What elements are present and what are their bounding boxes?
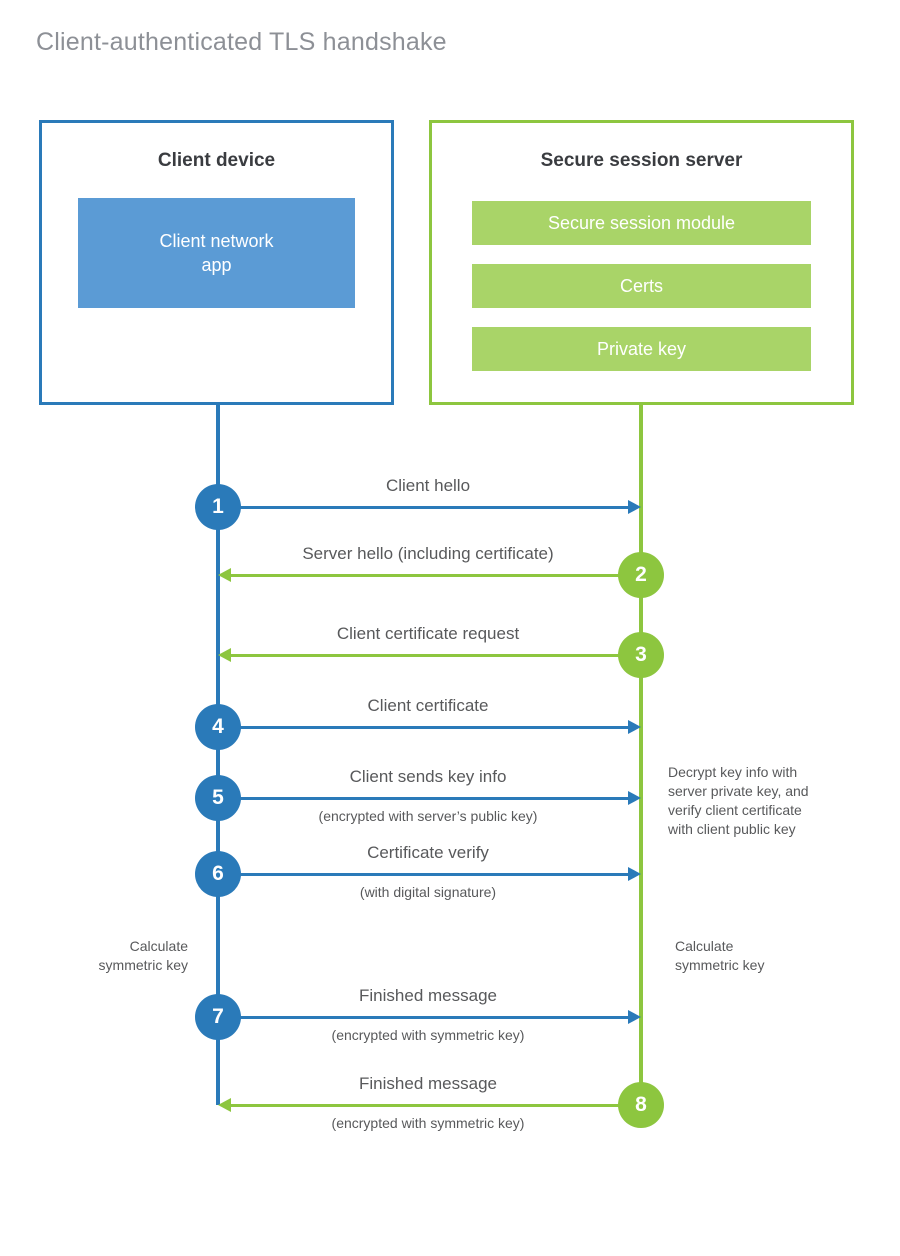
server-block-private-key: Private key — [472, 327, 811, 371]
step-circle-7[interactable]: 7 — [195, 994, 241, 1040]
message-label-4: Client certificate — [367, 696, 489, 715]
message-label-5: Client sends key info — [349, 767, 507, 786]
message-label-7: Finished message — [359, 986, 497, 1005]
arrowhead-right-icon — [628, 791, 641, 805]
message-line-5 — [218, 797, 630, 800]
message-line-6 — [218, 873, 630, 876]
annotation-server-decrypt-key-info: Decrypt key info with server private key… — [668, 764, 809, 837]
arrowhead-right-icon — [628, 500, 641, 514]
message-sublabel-7: (encrypted with symmetric key) — [331, 1027, 525, 1043]
client-lifeline — [216, 405, 220, 1105]
message-label-1: Client hello — [385, 476, 471, 495]
arrowhead-right-icon — [628, 720, 641, 734]
message-line-1 — [218, 506, 630, 509]
arrowhead-left-icon — [218, 568, 231, 582]
secure-session-server-title: Secure session server — [540, 150, 743, 171]
step-circle-3[interactable]: 3 — [618, 632, 664, 678]
arrowhead-right-icon — [628, 1010, 641, 1024]
annotation-client-calculate-symmetric-key: Calculate symmetric key — [98, 938, 188, 973]
step-circle-6[interactable]: 6 — [195, 851, 241, 897]
client-device-box: Client device Client network app — [39, 120, 394, 405]
message-label-8: Finished message — [359, 1074, 497, 1093]
page-title: Client-authenticated TLS handshake — [36, 28, 447, 56]
annotation-server-calculate-symmetric-key: Calculate symmetric key — [675, 938, 765, 973]
message-label-3: Client certificate request — [336, 624, 520, 643]
step-circle-4[interactable]: 4 — [195, 704, 241, 750]
message-line-3 — [228, 654, 641, 657]
step-circle-5[interactable]: 5 — [195, 775, 241, 821]
message-sublabel-8: (encrypted with symmetric key) — [331, 1115, 525, 1131]
message-label-2: Server hello (including certificate) — [302, 544, 554, 563]
message-line-7 — [218, 1016, 630, 1019]
message-line-8 — [228, 1104, 641, 1107]
message-sublabel-5: (encrypted with server’s public key) — [318, 808, 538, 824]
step-circle-1[interactable]: 1 — [195, 484, 241, 530]
server-block-certs: Certs — [472, 264, 811, 308]
server-block-secure-session-module: Secure session module — [472, 201, 811, 245]
step-circle-2[interactable]: 2 — [618, 552, 664, 598]
arrowhead-left-icon — [218, 1098, 231, 1112]
client-network-app-block: Client network app — [78, 198, 355, 308]
server-lifeline — [639, 405, 643, 1105]
arrowhead-left-icon — [218, 648, 231, 662]
arrowhead-right-icon — [628, 867, 641, 881]
secure-session-server-box: Secure session server Secure session mod… — [429, 120, 854, 405]
client-device-title: Client device — [157, 150, 276, 171]
message-sublabel-6: (with digital signature) — [359, 884, 497, 900]
message-line-4 — [218, 726, 630, 729]
message-line-2 — [228, 574, 641, 577]
step-circle-8[interactable]: 8 — [618, 1082, 664, 1128]
message-label-6: Certificate verify — [367, 843, 489, 862]
